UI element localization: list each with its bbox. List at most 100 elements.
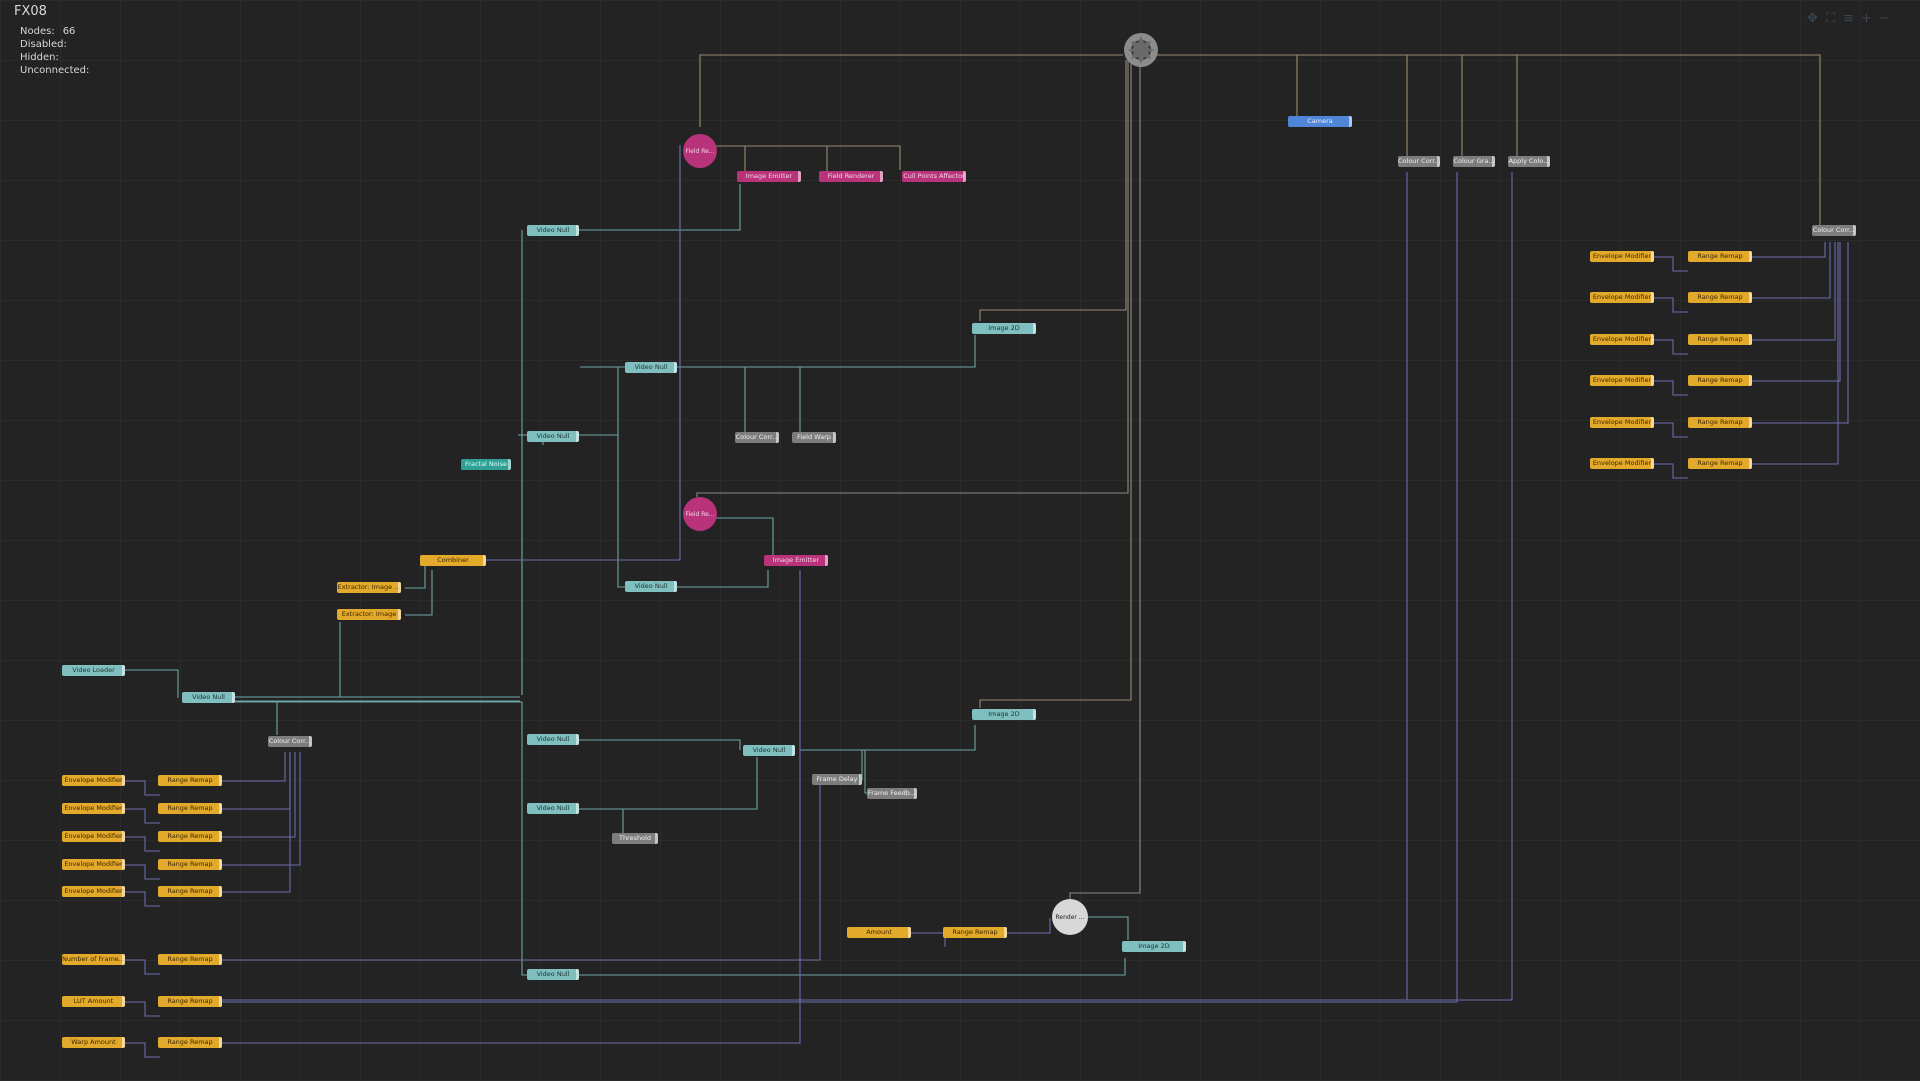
wire: [222, 752, 301, 866]
node-modifier[interactable]: Range Remap: [943, 927, 1007, 938]
node-generic[interactable]: Colour Corr...: [1812, 225, 1856, 236]
node-modifier[interactable]: Extractor: Image: [337, 609, 401, 620]
node-modifier[interactable]: Envelope Modifier: [1590, 292, 1654, 303]
node-video[interactable]: Image 2D: [972, 323, 1036, 334]
node-modifier[interactable]: Envelope Modifier: [62, 831, 125, 842]
wire: [1653, 463, 1688, 479]
wire: [1653, 256, 1688, 272]
fit-icon[interactable]: ⛶: [1825, 11, 1836, 26]
wire: [1750, 242, 1826, 258]
node-modifier[interactable]: Envelope Modifier: [1590, 334, 1654, 345]
node-generic[interactable]: Colour Corr...: [1398, 156, 1440, 167]
wire: [1653, 422, 1688, 438]
node-video[interactable]: Video Null: [527, 803, 579, 814]
wire: [617, 435, 630, 588]
node-generic[interactable]: Frame Feedb...: [867, 788, 917, 799]
wire: [222, 570, 801, 1044]
node-modifier[interactable]: Range Remap: [158, 954, 222, 965]
node-modifier[interactable]: Number of Frame...: [62, 954, 125, 965]
node-modifier[interactable]: Envelope Modifier: [62, 803, 125, 814]
node-generic[interactable]: Colour Gra...: [1453, 156, 1495, 167]
node-modifier[interactable]: Amount: [847, 927, 911, 938]
node-video[interactable]: Video Null: [527, 734, 579, 745]
node-video[interactable]: Video Null: [527, 969, 579, 980]
node-render-round[interactable]: Render ...: [1052, 899, 1088, 935]
zoom-out-icon[interactable]: −: [1879, 11, 1890, 26]
stat-unconnected: Unconnected:: [20, 65, 90, 76]
node-mask[interactable]: Field Renderer: [819, 171, 883, 182]
node-video[interactable]: Image 2D: [972, 709, 1036, 720]
node-modifier[interactable]: Envelope Modifier: [1590, 375, 1654, 386]
stat-hidden: Hidden:: [20, 52, 59, 63]
wire: [715, 517, 774, 562]
node-mask[interactable]: Cull Points Affector: [902, 171, 966, 182]
wire: [125, 864, 160, 880]
node-video[interactable]: Video Loader: [62, 665, 125, 676]
node-modifier[interactable]: Range Remap: [1688, 417, 1752, 428]
wire: [125, 808, 160, 824]
node-modifier[interactable]: Range Remap: [1688, 375, 1752, 386]
node-modifier[interactable]: Envelope Modifier: [62, 886, 125, 897]
node-modifier[interactable]: Range Remap: [158, 859, 222, 870]
wire: [575, 739, 741, 750]
node-noise[interactable]: Fractal Noise: [461, 459, 511, 470]
node-modifier[interactable]: Range Remap: [1688, 251, 1752, 262]
node-modifier[interactable]: Envelope Modifier: [1590, 417, 1654, 428]
wire: [580, 366, 801, 434]
wire: [979, 60, 1132, 708]
wire: [1653, 339, 1688, 355]
node-modifier[interactable]: Range Remap: [1688, 292, 1752, 303]
node-generic[interactable]: Threshold: [612, 833, 658, 844]
node-video[interactable]: Video Null: [182, 692, 235, 703]
wire: [575, 958, 1126, 976]
node-modifier[interactable]: Range Remap: [158, 996, 222, 1007]
node-camera[interactable]: Camera: [1288, 116, 1352, 127]
node-generic[interactable]: Field Warp: [792, 432, 836, 443]
node-mask[interactable]: Image Emitter: [737, 171, 801, 182]
node-video[interactable]: Video Null: [625, 581, 677, 592]
node-mask-round[interactable]: Field Re...: [683, 134, 717, 168]
node-generic[interactable]: Apply Colo...: [1508, 156, 1550, 167]
node-modifier[interactable]: Warp Amount: [62, 1037, 125, 1048]
node-modifier[interactable]: Envelope Modifier: [1590, 251, 1654, 262]
node-modifier[interactable]: Envelope Modifier: [62, 775, 125, 786]
node-modifier[interactable]: Envelope Modifier: [1590, 458, 1654, 469]
wire: [1085, 916, 1129, 940]
wire: [580, 366, 746, 434]
node-generic[interactable]: Frame Delay: [812, 774, 862, 785]
wire: [222, 172, 1458, 1003]
align-icon[interactable]: ≡: [1843, 11, 1854, 26]
node-modifier[interactable]: LUT Amount: [62, 996, 125, 1007]
node-modifier[interactable]: Range Remap: [158, 803, 222, 814]
wire: [1653, 380, 1688, 396]
wire: [1653, 297, 1688, 313]
node-video[interactable]: Video Null: [625, 362, 677, 373]
node-modifier[interactable]: Envelope Modifier: [62, 859, 125, 870]
node-generic[interactable]: Colour Corr...: [735, 432, 779, 443]
node-modifier[interactable]: Combiner: [420, 555, 486, 566]
node-modifier[interactable]: Range Remap: [1688, 458, 1752, 469]
wire: [235, 622, 341, 698]
node-modifier[interactable]: Extractor: Image ...: [337, 582, 401, 593]
node-video[interactable]: Image 2D: [1122, 941, 1186, 952]
node-modifier[interactable]: Range Remap: [158, 1037, 222, 1048]
wire: [1750, 242, 1839, 465]
node-modifier[interactable]: Range Remap: [158, 775, 222, 786]
node-generic[interactable]: Colour Corr...: [268, 736, 312, 747]
wire: [979, 60, 1127, 321]
node-modifier[interactable]: Range Remap: [1688, 334, 1752, 345]
node-video[interactable]: Video Null: [527, 225, 579, 236]
node-video[interactable]: Video Null: [527, 431, 579, 442]
node-mask-round[interactable]: Field Re...: [683, 497, 717, 531]
node-mask[interactable]: Image Emitter: [764, 555, 828, 566]
wire: [1005, 918, 1051, 934]
node-modifier[interactable]: Range Remap: [158, 886, 222, 897]
move-icon[interactable]: ✥: [1807, 11, 1818, 26]
wire: [1750, 242, 1841, 382]
wire: [699, 54, 1123, 127]
node-modifier[interactable]: Range Remap: [158, 831, 222, 842]
zoom-in-icon[interactable]: +: [1861, 11, 1872, 26]
node-video[interactable]: Video Null: [743, 745, 795, 756]
wire: [125, 1001, 160, 1017]
